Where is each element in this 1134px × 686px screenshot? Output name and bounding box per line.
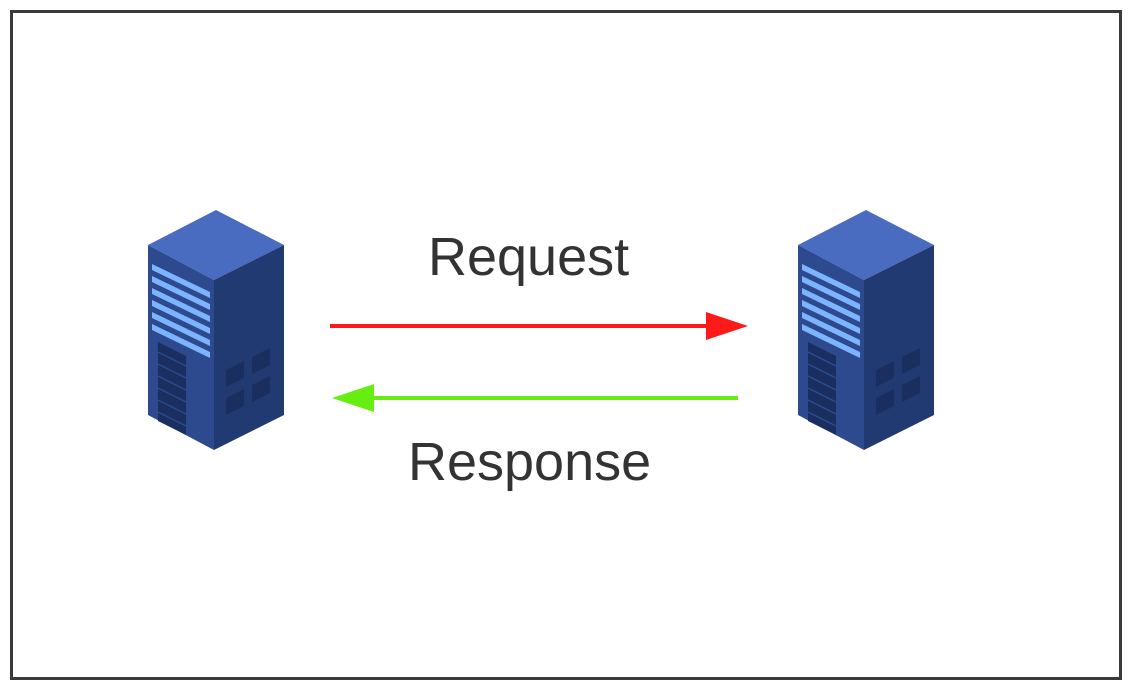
response-arrow: [332, 384, 738, 412]
request-label: Request: [428, 227, 630, 287]
server-icon: [148, 210, 284, 450]
response-label: Response: [408, 432, 652, 492]
server-icon: [798, 210, 934, 450]
request-arrow: [330, 312, 748, 340]
